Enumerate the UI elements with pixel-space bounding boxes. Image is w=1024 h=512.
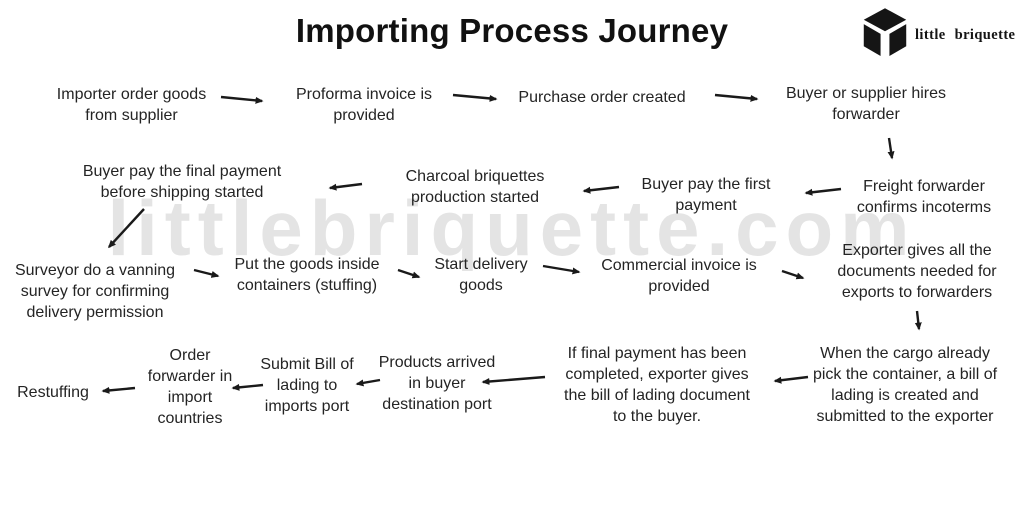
arrow-commercial-to-documents <box>781 269 805 280</box>
page-title: Importing Process Journey <box>295 12 729 49</box>
flow-step-importer-order: Importer order goods from supplier <box>56 86 207 124</box>
brand-logo: little briquette <box>862 8 1015 58</box>
flow-step-submit-bill-of-lading: Submit Bill of lading to imports port <box>260 356 354 415</box>
arrow-importer-to-proforma <box>220 95 264 104</box>
flow-step-purchase-order: Purchase order created <box>518 89 686 106</box>
flow-step-bill-of-lading-created: When the cargo already pick the containe… <box>812 345 998 425</box>
arrow-order-forwarder-to-restuffing <box>101 386 136 394</box>
flow-step-bill-of-lading-to-buyer: If final payment has been completed, exp… <box>564 345 750 425</box>
flow-step-export-documents: Exporter gives all the documents needed … <box>837 242 997 301</box>
watermark-text: littlebriquette.com <box>107 184 917 272</box>
flow-step-start-delivery: Start delivery goods <box>434 256 528 294</box>
flow-step-final-payment: Buyer pay the final payment before shipp… <box>82 163 282 201</box>
flow-step-first-payment: Buyer pay the first payment <box>641 176 771 214</box>
flow-step-hire-forwarder: Buyer or supplier hires forwarder <box>785 85 947 123</box>
flow-step-stuffing: Put the goods inside containers (stuffin… <box>234 256 380 294</box>
flow-step-commercial-invoice: Commercial invoice is provided <box>601 257 757 295</box>
flow-step-restuffing: Restuffing <box>17 384 89 401</box>
flow-step-vanning-survey: Surveyor do a vanning survey for confirm… <box>14 262 176 321</box>
arrow-forwarder-to-incoterms <box>887 137 895 160</box>
flow-step-order-import-forwarder: Order forwarder in import countries <box>147 347 233 427</box>
flow-step-proforma-invoice: Proforma invoice is provided <box>295 86 433 124</box>
brand-name: little briquette <box>915 27 1016 43</box>
flow-step-confirm-incoterms: Freight forwarder confirms incoterms <box>856 178 992 216</box>
arrow-proforma-to-purchase <box>452 93 498 102</box>
arrow-purchase-to-forwarder <box>714 93 759 102</box>
cube-logo-icon <box>863 8 907 56</box>
flow-step-products-arrived: Products arrived in buyer destination po… <box>378 354 496 413</box>
arrow-bol-created-to-bol-buyer <box>773 375 809 384</box>
flow-step-production-started: Charcoal briquettes production started <box>405 168 545 206</box>
arrow-documents-to-bol-created <box>914 310 922 331</box>
